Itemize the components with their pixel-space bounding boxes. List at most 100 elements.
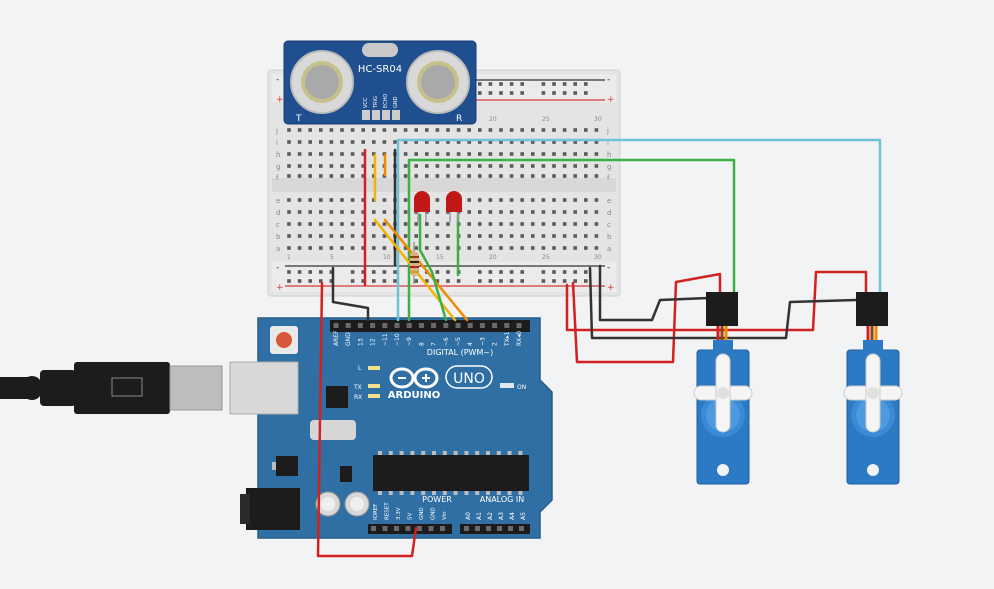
servo-2-horn[interactable] (843, 353, 903, 433)
breadboard-hole[interactable] (382, 222, 387, 226)
rail-hole[interactable] (435, 279, 440, 283)
breadboard-hole[interactable] (531, 152, 535, 156)
rail-hole[interactable] (478, 91, 482, 95)
breadboard-hole[interactable] (573, 246, 577, 250)
power-pin[interactable] (394, 526, 399, 531)
breadboard-hole[interactable] (329, 140, 334, 144)
breadboard-hole[interactable] (350, 164, 355, 168)
breadboard-hole[interactable] (552, 246, 556, 250)
breadboard-hole[interactable] (361, 246, 365, 250)
breadboard-hole[interactable] (308, 152, 312, 156)
rail-hole[interactable] (308, 279, 312, 283)
breadboard-hole[interactable] (350, 222, 355, 226)
breadboard-hole[interactable] (435, 174, 440, 178)
rail-hole[interactable] (435, 270, 440, 274)
breadboard-hole[interactable] (319, 164, 323, 168)
breadboard-hole[interactable] (287, 128, 291, 132)
rail-hole[interactable] (414, 279, 418, 283)
rail-hole[interactable] (393, 279, 397, 283)
analog-pin[interactable] (464, 526, 469, 531)
sensor-pin-trig[interactable] (372, 110, 380, 120)
breadboard-hole[interactable] (520, 164, 524, 168)
breadboard-hole[interactable] (499, 174, 503, 178)
breadboard-hole[interactable] (435, 222, 440, 226)
breadboard-hole[interactable] (552, 152, 556, 156)
breadboard-hole[interactable] (297, 210, 302, 214)
breadboard-hole[interactable] (393, 140, 397, 144)
breadboard-hole[interactable] (562, 174, 567, 178)
breadboard-hole[interactable] (531, 222, 535, 226)
breadboard-hole[interactable] (372, 128, 376, 132)
rail-hole[interactable] (319, 279, 323, 283)
breadboard-hole[interactable] (297, 222, 302, 226)
breadboard-hole[interactable] (541, 164, 546, 168)
breadboard-hole[interactable] (584, 246, 588, 250)
breadboard-hole[interactable] (308, 128, 312, 132)
rail-hole[interactable] (446, 279, 450, 283)
breadboard-hole[interactable] (329, 198, 334, 202)
breadboard-hole[interactable] (499, 128, 503, 132)
breadboard-hole[interactable] (488, 164, 493, 168)
breadboard-hole[interactable] (562, 222, 567, 226)
breadboard-hole[interactable] (541, 152, 546, 156)
servo-1-ground-wire[interactable] (598, 264, 710, 322)
breadboard-hole[interactable] (478, 140, 482, 144)
digital-pin[interactable] (345, 323, 351, 328)
breadboard-hole[interactable] (361, 222, 365, 226)
breadboard-hole[interactable] (319, 198, 323, 202)
breadboard-hole[interactable] (531, 234, 535, 238)
breadboard-hole[interactable] (562, 164, 567, 168)
breadboard-hole[interactable] (308, 222, 312, 226)
rail-hole[interactable] (520, 270, 524, 274)
power-pin[interactable] (428, 526, 434, 531)
breadboard-hole[interactable] (329, 234, 334, 238)
rail-hole[interactable] (488, 270, 493, 274)
breadboard-hole[interactable] (594, 140, 599, 144)
rail-hole[interactable] (562, 82, 567, 86)
breadboard-hole[interactable] (361, 174, 365, 178)
breadboard-hole[interactable] (340, 164, 344, 168)
breadboard-hole[interactable] (488, 210, 493, 214)
breadboard-hole[interactable] (319, 128, 323, 132)
breadboard-hole[interactable] (403, 128, 408, 132)
breadboard-hole[interactable] (403, 246, 408, 250)
rail-hole[interactable] (562, 91, 567, 95)
led-wire-to-pin[interactable] (418, 213, 448, 322)
resistor[interactable] (410, 242, 419, 284)
breadboard-hole[interactable] (594, 164, 599, 168)
breadboard-hole[interactable] (562, 152, 567, 156)
breadboard-hole[interactable] (446, 246, 450, 250)
breadboard-hole[interactable] (499, 210, 503, 214)
breadboard-hole[interactable] (520, 198, 524, 202)
rail-hole[interactable] (584, 91, 588, 95)
breadboard-hole[interactable] (541, 198, 546, 202)
red-led-1[interactable] (414, 191, 430, 222)
rail-hole[interactable] (552, 82, 556, 86)
breadboard-hole[interactable] (594, 152, 599, 156)
rail-hole[interactable] (573, 91, 577, 95)
5v-wire-to-rail[interactable] (316, 281, 418, 558)
breadboard-hole[interactable] (520, 174, 524, 178)
breadboard-hole[interactable] (329, 246, 334, 250)
breadboard-hole[interactable] (509, 152, 514, 156)
breadboard-hole[interactable] (287, 234, 291, 238)
breadboard-hole[interactable] (393, 128, 397, 132)
breadboard-hole[interactable] (308, 234, 312, 238)
breadboard-hole[interactable] (552, 222, 556, 226)
breadboard-hole[interactable] (520, 128, 524, 132)
servo-1-power-wire[interactable] (571, 272, 722, 364)
breadboard-hole[interactable] (584, 222, 588, 226)
rail-hole[interactable] (552, 279, 556, 283)
signal-wire-servo-2[interactable] (396, 138, 882, 322)
power-pin[interactable] (382, 526, 388, 531)
breadboard-hole[interactable] (456, 152, 461, 156)
servo-2[interactable] (843, 292, 903, 485)
breadboard-hole[interactable] (467, 222, 471, 226)
breadboard-hole[interactable] (499, 140, 503, 144)
breadboard-hole[interactable] (499, 234, 503, 238)
rail-hole[interactable] (541, 270, 546, 274)
breadboard-hole[interactable] (425, 234, 429, 238)
breadboard-hole[interactable] (372, 246, 376, 250)
rail-hole[interactable] (509, 279, 514, 283)
breadboard-hole[interactable] (340, 152, 344, 156)
